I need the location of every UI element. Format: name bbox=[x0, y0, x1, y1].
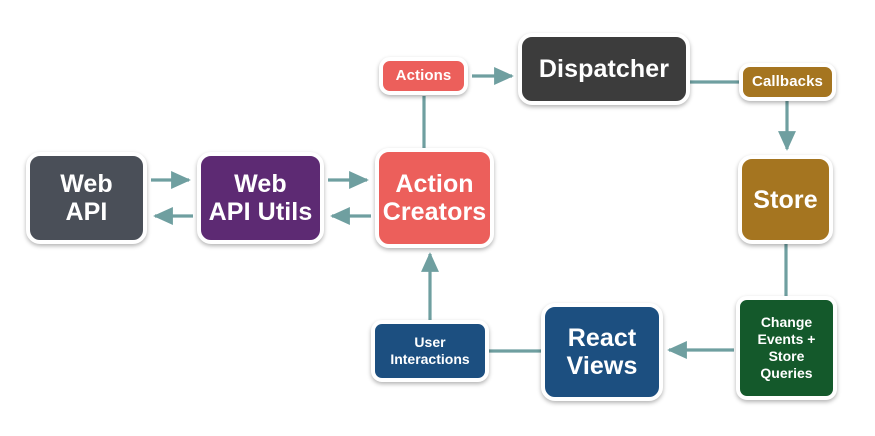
node-action-creators[interactable]: Action Creators bbox=[375, 148, 494, 248]
node-change-events[interactable]: Change Events + Store Queries bbox=[736, 296, 837, 400]
node-web-api-utils[interactable]: Web API Utils bbox=[197, 152, 324, 244]
node-dispatcher[interactable]: Dispatcher bbox=[518, 33, 690, 105]
node-react-views[interactable]: React Views bbox=[541, 303, 663, 401]
node-user-interactions[interactable]: User Interactions bbox=[371, 320, 489, 382]
node-web-api[interactable]: Web API bbox=[26, 152, 147, 244]
node-store[interactable]: Store bbox=[738, 155, 833, 244]
node-actions[interactable]: Actions bbox=[379, 57, 468, 95]
node-callbacks[interactable]: Callbacks bbox=[739, 63, 836, 101]
